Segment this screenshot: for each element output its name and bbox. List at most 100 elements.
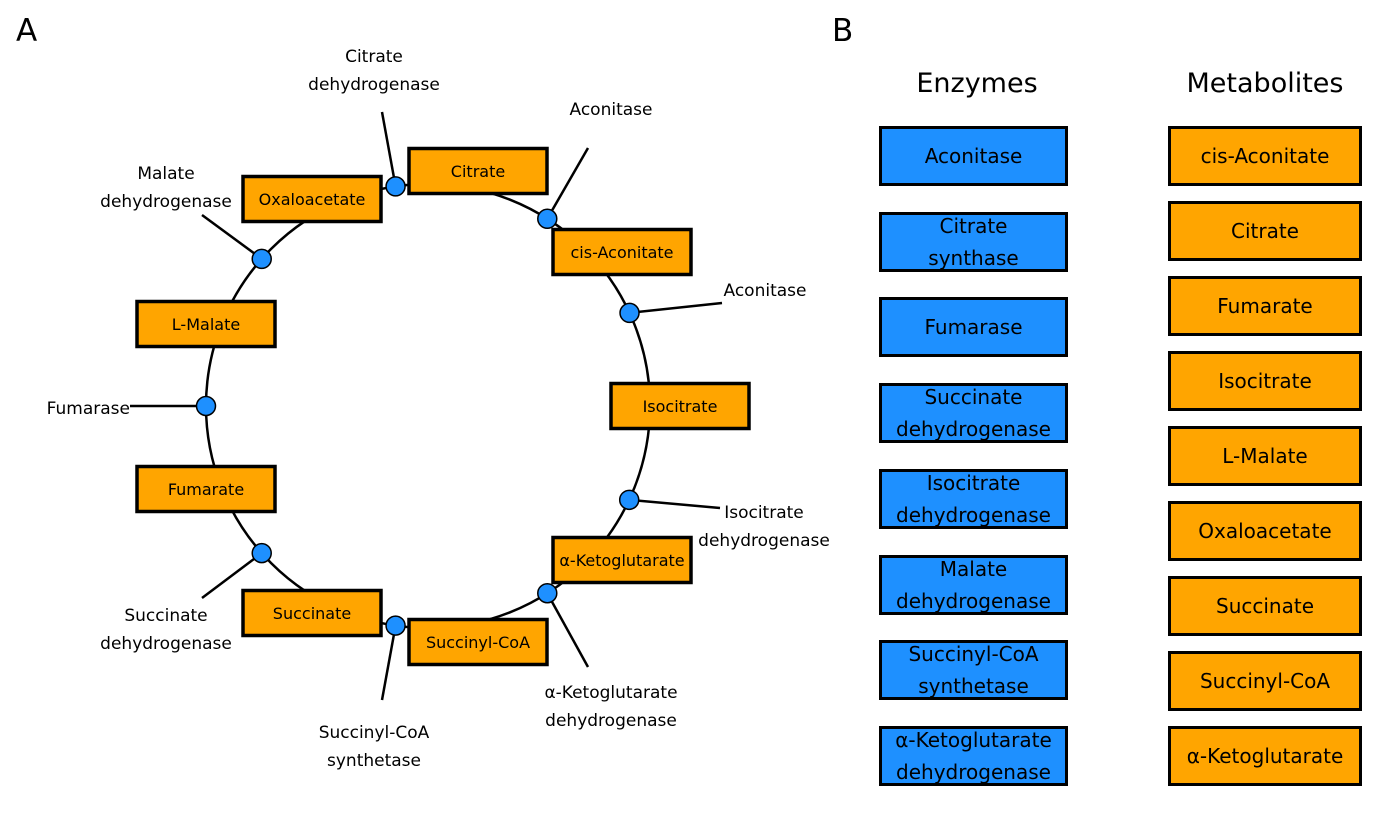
legend-box-line: α-Ketoglutarate [1186,744,1344,768]
legend-box-line: dehydrogenase [896,502,1051,527]
metabolite-node-succinyl-coa: Succinyl-CoA [407,617,549,667]
legend-box-line: dehydrogenase [896,588,1051,613]
legend-metabolite-box: Citrate [1168,201,1362,261]
enzyme-label-isocitrate-dehydrogenase: Isocitrate dehydrogenase [698,503,830,551]
legend-box-text: Isocitrate [1218,365,1312,397]
legend-box-text: Citrate [1231,215,1299,247]
legend-box-text: Citrate synthase [928,210,1018,274]
legend-enzyme-box: Citrate synthase [879,210,1068,274]
legend-box-line: synthetase [918,674,1029,699]
legend-enzyme-box: Isocitrate dehydrogenase [879,467,1068,531]
enzyme-node-succinate-dehydrogenase [251,542,272,564]
enzyme-label-line: dehydrogenase [545,711,677,731]
metabolite-node-cis-aconitate: cis-Aconitate [551,227,693,277]
legend-metabolite-box: Succinyl-CoA [1168,651,1362,711]
enzyme-connector [546,592,590,668]
enzyme-connector [201,552,263,599]
legend-box-line: L-Malate [1222,444,1308,468]
enzyme-node-citrate-dehydrogenase [385,176,406,197]
legend-box-line: dehydrogenase [896,417,1051,442]
legend-metabolite-box: cis-Aconitate [1168,126,1362,186]
enzyme-connector [546,147,590,220]
metabolite-node-alpha-ketoglutarate: α-Ketoglutarate [551,535,693,585]
legend-box-text: Fumarate [1217,290,1312,322]
enzyme-connector [629,301,723,315]
enzyme-label-line: Fumarase [47,399,130,419]
legend-box-text: Aconitase [925,140,1023,172]
legend-box-text: α-Ketoglutarate [1187,740,1344,772]
legend-box-line: α-Ketoglutarate [895,727,1052,752]
legend-box-line: Citrate [939,213,1008,238]
enzyme-label-line: Malate [137,164,194,184]
legend-box-line: Citrate [1231,219,1299,243]
legend-box-text: Oxaloacetate [1198,515,1331,547]
enzyme-connector [201,213,263,260]
enzyme-label-aconitase-1: Aconitase [570,100,653,120]
panel-label-a: A [16,13,38,49]
metabolite-label: Fumarate [168,480,244,499]
enzyme-node-fumarase [195,395,217,417]
enzyme-label-line: Succinyl-CoA [319,723,430,743]
metabolite-node-citrate: Citrate [407,146,549,196]
enzyme-label-line: dehydrogenase [100,192,232,212]
legend-box-line: Fumarate [1217,294,1313,318]
legend-enzyme-box: Malate dehydrogenase [879,554,1068,615]
metabolite-node-isocitrate: Isocitrate [609,381,751,431]
legend-box-text: Fumarase [924,311,1022,343]
metabolite-box [135,299,277,349]
enzyme-node-isocitrate-dehydrogenase [618,489,640,511]
legend-box-line: synthase [928,245,1019,270]
legend-box-line: Fumarase [924,315,1023,340]
enzyme-label-aconitase-2: Aconitase [724,281,807,301]
enzyme-label-line: Succinate [124,606,207,626]
metabolite-label: Succinyl-CoA [426,633,530,652]
enzyme-node-aconitase-2 [619,302,640,324]
metabolite-label: cis-Aconitate [570,243,673,262]
panel-label-b: B [832,13,854,49]
legend-metabolite-box: Oxaloacetate [1168,501,1362,561]
legend-enzyme-box: Aconitase [879,126,1068,186]
legend-metabolite-box: α-Ketoglutarate [1168,726,1362,786]
metabolite-label: Succinate [273,604,351,623]
legend-box-line: Aconitase [924,144,1023,168]
legend-box-line: Succinyl-CoA [1199,669,1331,693]
metabolite-box [609,381,751,431]
enzyme-label-line: dehydrogenase [698,531,830,551]
enzyme-label-line: dehydrogenase [100,634,232,654]
enzyme-label-line: Aconitase [724,281,807,301]
enzyme-nodes [195,176,640,636]
enzyme-node-alpha-ketoglutarate-dehydrogenase [537,582,558,604]
legend-box-text: Isocitrate dehydrogenase [896,467,1051,531]
enzyme-label-line: synthetase [327,751,421,771]
metabolite-node-succinate: Succinate [241,588,383,638]
enzyme-label-line: dehydrogenase [308,75,440,95]
metabolite-box [551,535,693,585]
enzyme-label-succinate-dehydrogenase: Succinate dehydrogenase [100,606,232,654]
enzyme-node-malate-dehydrogenase [251,248,272,270]
legend-box-line: Isocitrate [926,470,1021,495]
enzyme-node-aconitase-1 [537,208,558,230]
enzyme-label-line: Isocitrate [724,503,804,523]
legend-box-text: Succinyl-CoA [1200,665,1330,697]
metabolite-box [407,146,549,196]
enzyme-connector [380,625,397,701]
legend-box-text: Succinate [1216,590,1314,622]
metabolite-box [241,174,383,224]
metabolite-label: Oxaloacetate [259,190,366,209]
legend-box-line: Malate [939,556,1008,581]
metabolite-node-fumarate: Fumarate [135,464,277,514]
enzyme-label-line: Aconitase [570,100,653,120]
legend-box-line: Isocitrate [1218,369,1312,393]
legend-box-line: Succinate [1216,594,1314,618]
metabolite-label: Isocitrate [643,397,718,416]
legend-box-text: L-Malate [1222,440,1307,472]
enzyme-label-succinyl-coa-synthetase: Succinyl-CoA synthetase [319,723,430,771]
metabolite-box [241,588,383,638]
